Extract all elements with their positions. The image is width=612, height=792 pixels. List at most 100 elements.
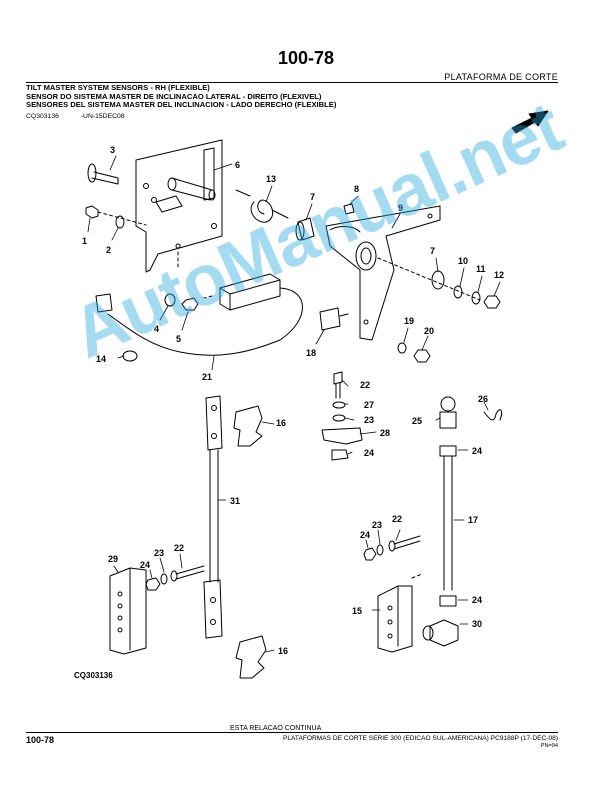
callout-30: 30 (472, 619, 482, 629)
callout-27: 27 (364, 400, 374, 410)
callout-2: 2 (106, 245, 111, 255)
title-spanish: SENSORES DEL SISTEMA MASTER DEL INCLINAC… (26, 100, 337, 110)
callout-23c: 23 (154, 548, 164, 558)
callout-16a: 16 (276, 418, 286, 428)
nut-1 (85, 205, 99, 219)
bracket-plate (135, 139, 223, 273)
sensor-18 (319, 307, 341, 331)
callout-1: 1 (82, 236, 87, 246)
reference-date-code: -UN-15DEC08 (80, 113, 125, 120)
bracket-16b (235, 635, 267, 679)
footer-page-number: 100-78 (26, 735, 55, 745)
title-english: TILT MASTER SYSTEM SENSORS - RH (FLEXIBL… (26, 83, 210, 92)
nut-12 (483, 295, 501, 309)
rod-31 (209, 449, 219, 583)
nut-24c (363, 547, 377, 561)
nut-24d (439, 595, 457, 607)
figure-label: CQ303136 (74, 671, 113, 680)
callout-4: 4 (154, 324, 159, 334)
nut-24a (331, 449, 349, 461)
washer-23b (376, 544, 384, 556)
callout-24a: 24 (364, 448, 374, 458)
callout-22a: 22 (360, 380, 370, 390)
callout-21: 21 (202, 372, 212, 382)
washer-27 (332, 401, 346, 409)
callout-31: 31 (230, 496, 240, 506)
callout-29: 29 (108, 554, 118, 564)
spring-clip-26 (483, 409, 503, 421)
bolt-22a (333, 371, 343, 399)
callout-10: 10 (458, 256, 468, 266)
direction-arrow-icon (511, 110, 549, 134)
continues-note: ESTA RELACAO CONTINUA (230, 725, 322, 732)
nut-24e (145, 577, 161, 591)
washer-10 (453, 285, 463, 299)
callout-23b: 23 (372, 520, 382, 530)
clevis-top (205, 395, 223, 451)
callout-28: 28 (380, 428, 390, 438)
callout-15: 15 (352, 606, 362, 616)
bolt-22b (393, 535, 421, 550)
reference-code: CQ303136 (26, 113, 59, 120)
section-name: PLATAFORMA DE CORTE (444, 72, 558, 82)
connector-plug (95, 293, 113, 313)
callout-17: 17 (468, 515, 478, 525)
callout-7b: 7 (430, 246, 435, 256)
callout-24b: 24 (472, 446, 482, 456)
callout-8: 8 (354, 184, 359, 194)
callout-18: 18 (306, 348, 316, 358)
clip-28 (321, 427, 363, 445)
washer-2 (115, 215, 125, 229)
callout-16b: 16 (278, 646, 288, 656)
callout-23a: 23 (364, 415, 374, 425)
bolt-3 (91, 171, 119, 185)
bolt-22c (175, 565, 205, 580)
washer-23a (332, 414, 346, 422)
washer-4 (164, 293, 176, 307)
callout-11: 11 (476, 264, 486, 274)
callout-24c: 24 (360, 530, 370, 540)
sensor-body (219, 273, 281, 311)
bushing-7b (431, 270, 445, 290)
sensor-cable (107, 287, 303, 356)
washer-19 (397, 342, 407, 354)
callout-9: 9 (398, 203, 403, 213)
bracket-16a (233, 405, 263, 447)
fitting-8 (343, 203, 355, 215)
callout-7a: 7 (310, 192, 315, 202)
callout-5: 5 (176, 334, 181, 344)
callout-3: 3 (110, 145, 115, 155)
bottom-rule (26, 732, 558, 733)
washer-11 (471, 291, 481, 305)
page-title: 100-78 (277, 48, 335, 68)
bracket-29 (109, 567, 147, 655)
callout-25: 25 (412, 416, 422, 426)
footer-pn: PN=94 (540, 743, 558, 749)
callout-24d: 24 (472, 595, 482, 605)
bracket-15 (377, 585, 413, 653)
figure-reference: CQ303136 -UN-15DEC08 (26, 113, 145, 120)
ball-joint-25 (440, 396, 456, 412)
callout-19: 19 (404, 316, 414, 326)
rod-17 (443, 455, 453, 591)
top-rule (26, 82, 558, 83)
callout-20: 20 (424, 326, 434, 336)
callout-14: 14 (96, 354, 106, 364)
title-block: TILT MASTER SYSTEM SENSORS - RH (FLEXIBL… (26, 83, 337, 110)
title-portuguese: SENSOR DO SISTEMA MASTER DE INCLINACAO L… (26, 91, 322, 101)
callout-22c: 22 (174, 543, 184, 553)
callout-13: 13 (266, 174, 276, 184)
callout-6: 6 (235, 160, 240, 170)
bracket-9 (325, 205, 441, 341)
washer-23c (160, 573, 168, 585)
callout-26: 26 (478, 394, 488, 404)
nut-24b (439, 445, 457, 457)
clevis-bottom (203, 579, 223, 639)
callout-24e: 24 (140, 560, 150, 570)
footer-catalog: PLATAFORMAS DE CORTE SERIE 300 (EDICAO S… (282, 735, 558, 742)
ball-joint-30 (429, 619, 459, 647)
nut-5 (181, 297, 199, 311)
spring-13 (235, 189, 289, 223)
callout-22b: 22 (392, 514, 402, 524)
